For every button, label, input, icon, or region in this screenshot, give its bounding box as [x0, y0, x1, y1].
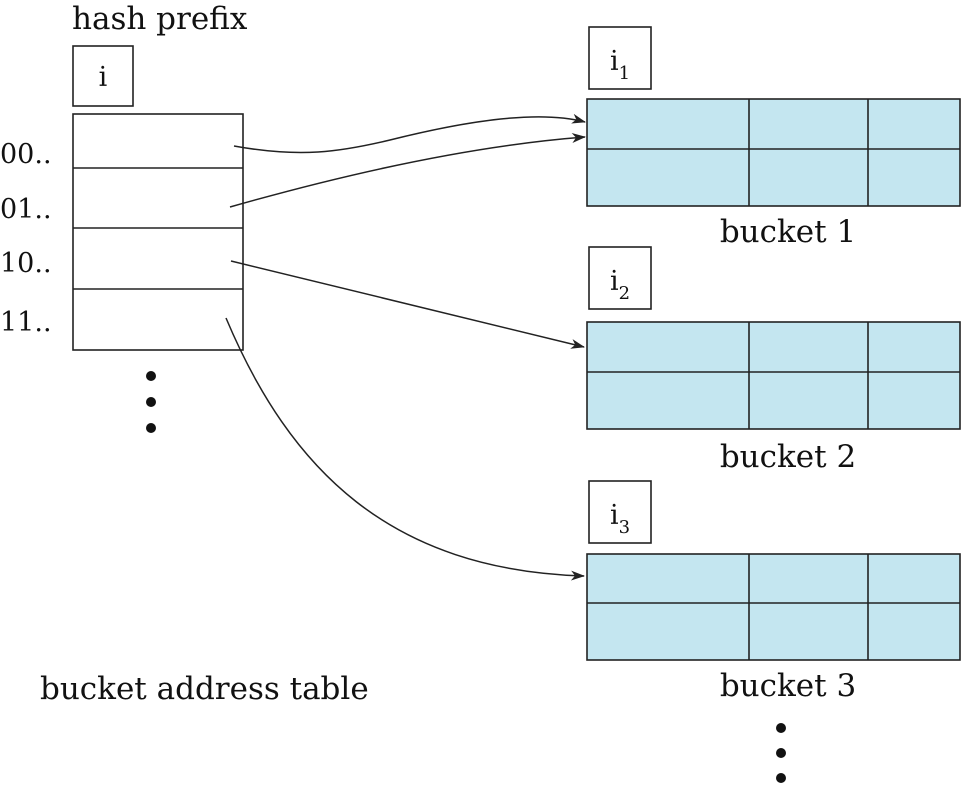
pointer-arrow-10 — [230, 260, 585, 349]
bucket-2: i2 bucket 2 — [586, 246, 961, 475]
bucket-1-depth-box — [588, 26, 652, 90]
bucket-3-label: bucket 3 — [720, 668, 856, 704]
bucket-2-label: bucket 2 — [720, 439, 856, 475]
bucket-1: i1 bucket 1 — [586, 26, 961, 250]
bucket-3-depth-box — [588, 480, 652, 544]
bucket-address-table-label: bucket address table — [40, 671, 369, 707]
table-entry-label: 01.. — [0, 194, 52, 225]
bucket-2-depth-box — [588, 246, 652, 310]
pointer-arrow-01 — [229, 133, 586, 208]
bucket-2-depth: i2 — [610, 266, 630, 304]
table-entry-label: 10.. — [0, 248, 52, 279]
bucket-1-label: bucket 1 — [720, 214, 856, 250]
bucket-1-depth: i1 — [610, 46, 630, 84]
table-entry-label: 00.. — [0, 139, 52, 170]
bucket-3-depth: i3 — [610, 500, 630, 538]
global-depth-symbol: i — [99, 62, 108, 93]
global-depth-box: i — [72, 45, 134, 107]
bucket-address-table — [72, 113, 244, 351]
hash-prefix-label: hash prefix — [72, 1, 248, 37]
table-entry-label: 11.. — [0, 307, 52, 338]
bucket-continuation-dots — [776, 723, 786, 783]
bucket-3: i3 bucket 3 — [586, 480, 961, 704]
pointer-arrow-00 — [233, 113, 586, 154]
pointer-arrow-11 — [225, 317, 585, 581]
table-continuation-dots — [146, 371, 156, 433]
